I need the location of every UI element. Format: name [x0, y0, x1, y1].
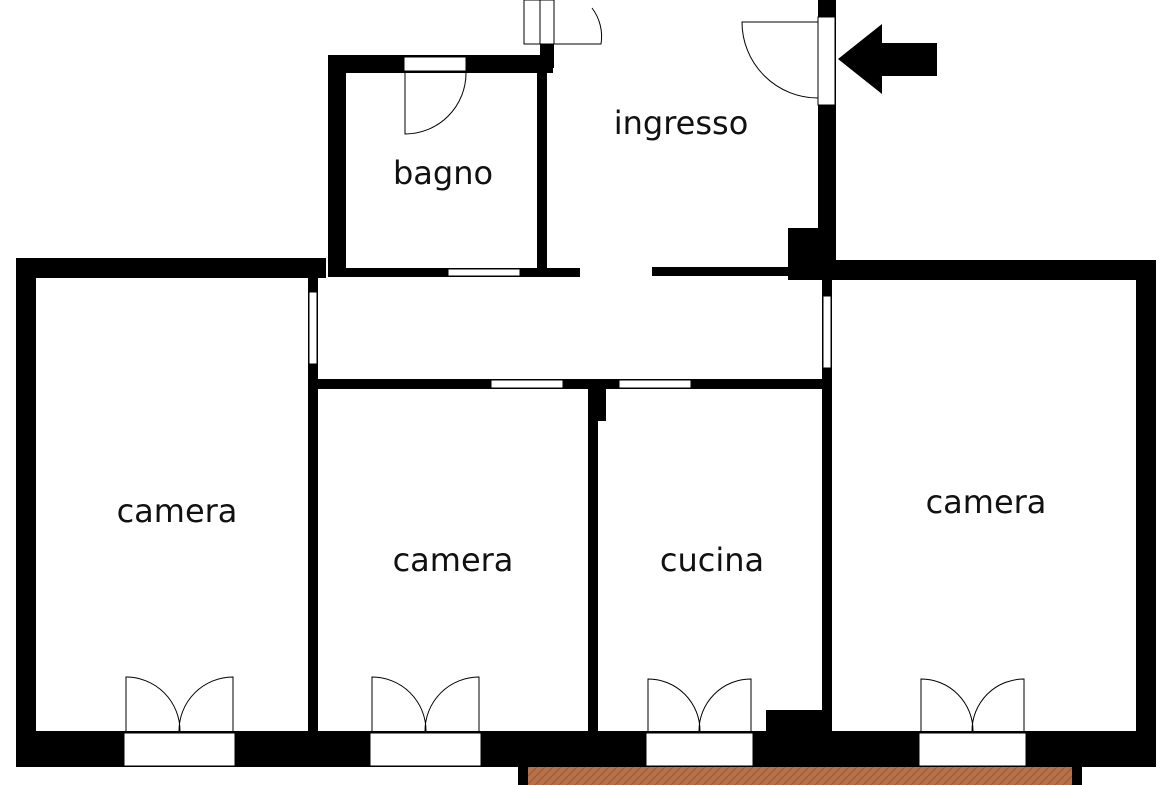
terrace-edge-left: [518, 766, 528, 785]
room-label-cucina: cucina: [660, 541, 764, 579]
top-door-swing: [554, 7, 603, 45]
arrow-left-icon: [838, 24, 937, 94]
french-door-camera-right: [918, 678, 1027, 767]
room-label-camera-middle: camera: [393, 541, 514, 579]
window-bagno-top: [403, 56, 467, 72]
french-door-camera-left: [123, 676, 236, 767]
wall-corridor-bottom: [308, 379, 830, 389]
opening-bagno-bottom: [447, 268, 521, 277]
wall-bagno-left: [328, 55, 346, 277]
wall-outer-top-left: [16, 258, 326, 278]
opening-camera-right: [822, 295, 832, 369]
wall-outer-top-right: [818, 260, 1156, 280]
entrance-door-swing: [741, 21, 819, 99]
wall-outer-left: [16, 258, 36, 766]
opening-corridor-right: [618, 379, 692, 389]
wall-cucina-corner: [766, 710, 832, 733]
wall-outer-right: [1136, 260, 1156, 767]
room-label-camera-left: camera: [117, 492, 238, 530]
wall-bagno-right: [537, 55, 547, 277]
wall-camera-left-right: [308, 258, 318, 733]
wall-divider-stub: [588, 379, 606, 421]
entrance-door-frame: [817, 16, 836, 106]
top-door-frame: [523, 0, 541, 45]
bagno-door-swing: [404, 72, 467, 135]
room-label-camera-right: camera: [926, 483, 1047, 521]
terrace-edge-right: [1072, 766, 1082, 785]
opening-corridor-left: [490, 379, 564, 389]
wall-cucina-right: [822, 270, 832, 733]
room-label-bagno: bagno: [393, 154, 493, 192]
french-door-cucina: [645, 678, 754, 767]
top-door-leaf: [539, 0, 555, 45]
wall-camera-cucina-divider: [588, 379, 598, 733]
french-door-camera-middle: [369, 676, 482, 767]
wall-corridor-top-right: [652, 267, 822, 276]
opening-camera-left: [308, 291, 318, 365]
room-label-ingresso: ingresso: [614, 104, 749, 142]
terrace-floor: [520, 766, 1080, 785]
